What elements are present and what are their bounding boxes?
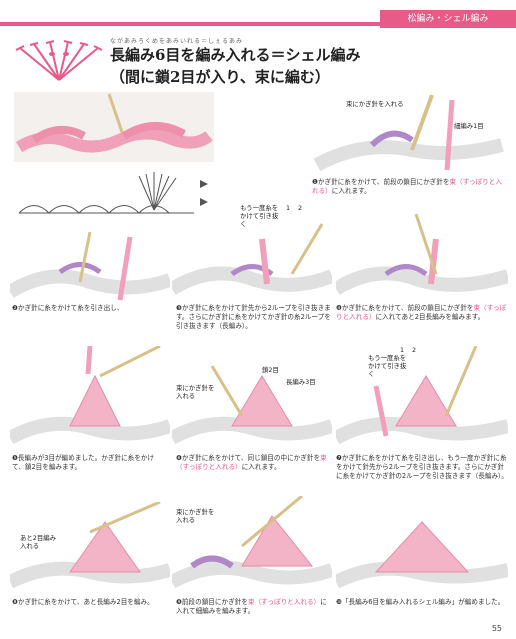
step-4-text: ❹かぎ針に糸をかけて、前段の鎖目にかぎ針を束（すっぽりと入れる）に入れてあと2目…	[336, 304, 507, 321]
stitch-chart-diagram	[18, 172, 208, 214]
title-block: ながあみろくめをあみいれる＝しぇるあみ 長編み6目を編み入れる＝シェル編み （間…	[12, 36, 392, 86]
chain2-label: 鎖2目	[262, 366, 279, 374]
once-more-label-1: もう一度糸をかけて引き抜く	[240, 204, 279, 228]
step-10-text: ❿「長編み6目を編み入れるシェル編み」が編めました。	[336, 598, 505, 606]
step-2-text: ❷かぎ針に糸をかけて糸を引き出し、	[12, 304, 124, 312]
page-title: 長編み6目を編み入れる＝シェル編み	[110, 46, 361, 64]
step-1-illustration	[313, 94, 504, 172]
enter-hook-label: 束にかぎ針を入れる	[346, 100, 404, 108]
step-num-2b: 2	[412, 346, 417, 354]
step-7-text: ❼かぎ針に糸をかけて糸を引き出し、もう一度かぎ針に糸をかけて針先から2ループを引…	[336, 454, 508, 480]
shell-stitch-symbol-icon	[15, 40, 103, 81]
header-bar: 松編み・シェル編み	[0, 0, 516, 30]
step-5-illustration	[10, 346, 170, 445]
dc3-label: 長編み3目	[286, 378, 316, 386]
page-number: 55	[491, 624, 502, 633]
step-2-illustration	[10, 232, 170, 301]
step-8-text: ❽かぎ針に糸をかけて、あと長編み2目を編み。	[12, 598, 154, 606]
step-1-text: ❶かぎ針に糸をかけて、前段の鎖目にかぎ針を束（すっぽりと入れる）に入れます。	[312, 178, 502, 195]
sample-photo	[14, 92, 214, 162]
page-subtitle: （間に鎖2目が入り、束に編む）	[110, 68, 330, 86]
step-5-text: ❺長編みが3目が編めました。かぎ針に糸をかけて、鎖2目を編みます。	[12, 454, 154, 471]
step-num-1a: 1	[286, 204, 291, 212]
step-num-1b: 1	[400, 346, 405, 354]
section-tab: 松編み・シェル編み	[380, 10, 516, 28]
header-rule	[0, 22, 380, 26]
hook-into-label-2: 束にかぎ針を入れる	[176, 508, 215, 524]
step-10-illustration	[336, 521, 508, 589]
step-3-illustration	[172, 223, 332, 296]
once-more-label-2: もう一度糸をかけて引き抜く	[368, 354, 407, 378]
step-4-illustration	[336, 214, 508, 296]
step-7-illustration	[336, 346, 508, 445]
step-6-illustration	[172, 365, 332, 445]
step-6-text: ❻かぎ針に糸をかけて、同じ鎖目の中にかぎ針を束（すっぽりと入れる）に入れます。	[176, 454, 327, 471]
step-9-illustration	[172, 496, 332, 589]
step-num-2a: 2	[298, 204, 303, 212]
two-more-label: あと2目編み入れる	[20, 534, 57, 550]
step-9-text: ❾前段の鎖目にかぎ針を束（すっぽりと入れる）に入れて細編みを編みます。	[176, 598, 327, 615]
step-3-text: ❸かぎ針に糸をかけて針先から2ループを引き抜きます。さらにかぎ針に糸をかけてかぎ…	[176, 304, 331, 330]
step-8-illustration	[10, 502, 170, 589]
hook-into-label-1: 束にかぎ針を入れる	[176, 384, 215, 400]
title-ruby: ながあみろくめをあみいれる＝しぇるあみ	[110, 38, 244, 45]
sc1-label: 細編み1目	[454, 122, 484, 130]
